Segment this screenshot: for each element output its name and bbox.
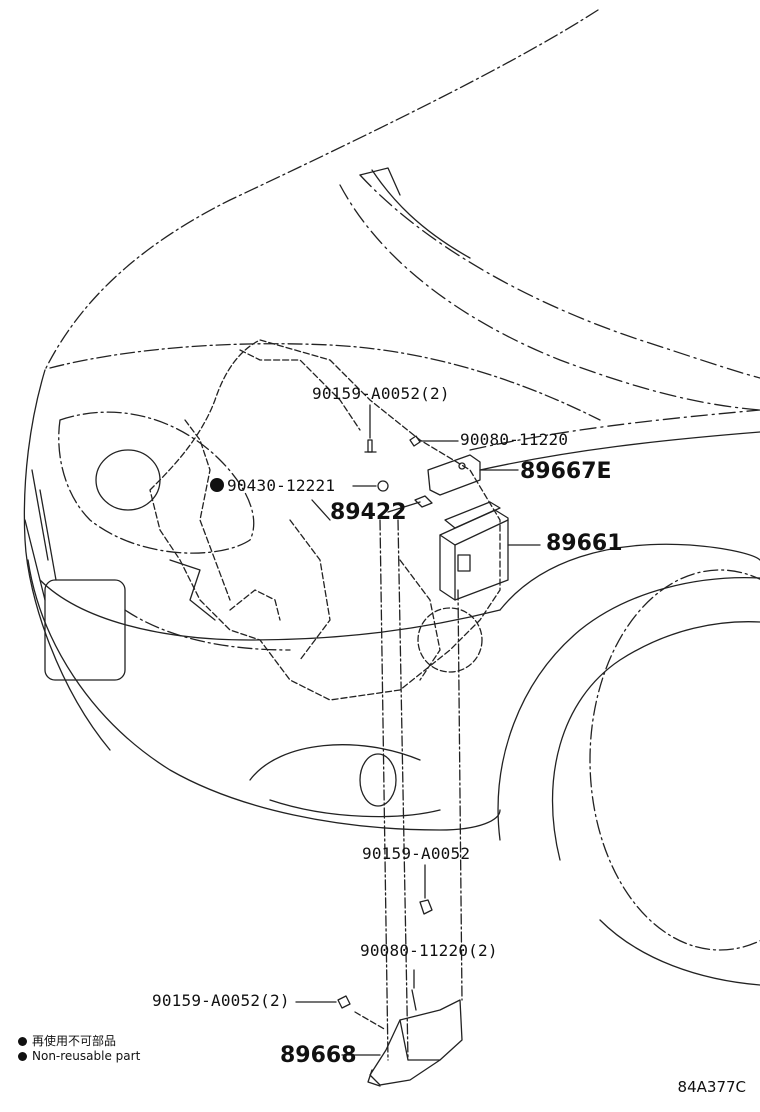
bullet-icon — [18, 1052, 27, 1061]
label-bolt-mid[interactable]: 90159-A0052 — [362, 844, 471, 863]
label-bolt-top[interactable]: 90159-A0052(2) — [312, 384, 450, 403]
label-lower-bracket[interactable]: 89668 — [280, 1043, 357, 1068]
legend-line-japanese: 再使用不可部品 — [18, 1032, 116, 1049]
label-bolt-right[interactable]: 90080-11220 — [460, 430, 569, 449]
drawing-code: 84A377C — [677, 1078, 746, 1096]
label-bracket[interactable]: 89667E — [520, 459, 612, 484]
label-clamp[interactable]: 90430-12221 — [210, 478, 335, 494]
legend-line-english: Non-reusable part — [18, 1049, 140, 1063]
label-bolt-left[interactable]: 90159-A0052(2) — [152, 991, 290, 1010]
label-clamp-text: 90430-12221 — [227, 476, 336, 495]
label-ecu[interactable]: 89661 — [546, 531, 623, 556]
non-reusable-dot-icon — [210, 478, 224, 492]
legend-text-en: Non-reusable part — [32, 1049, 141, 1063]
label-bolt-lower[interactable]: 90080-11220(2) — [360, 941, 498, 960]
legend-text-ja: 再使用不可部品 — [32, 1034, 117, 1048]
bullet-icon — [18, 1037, 27, 1046]
label-connector[interactable]: 89422 — [330, 500, 407, 525]
